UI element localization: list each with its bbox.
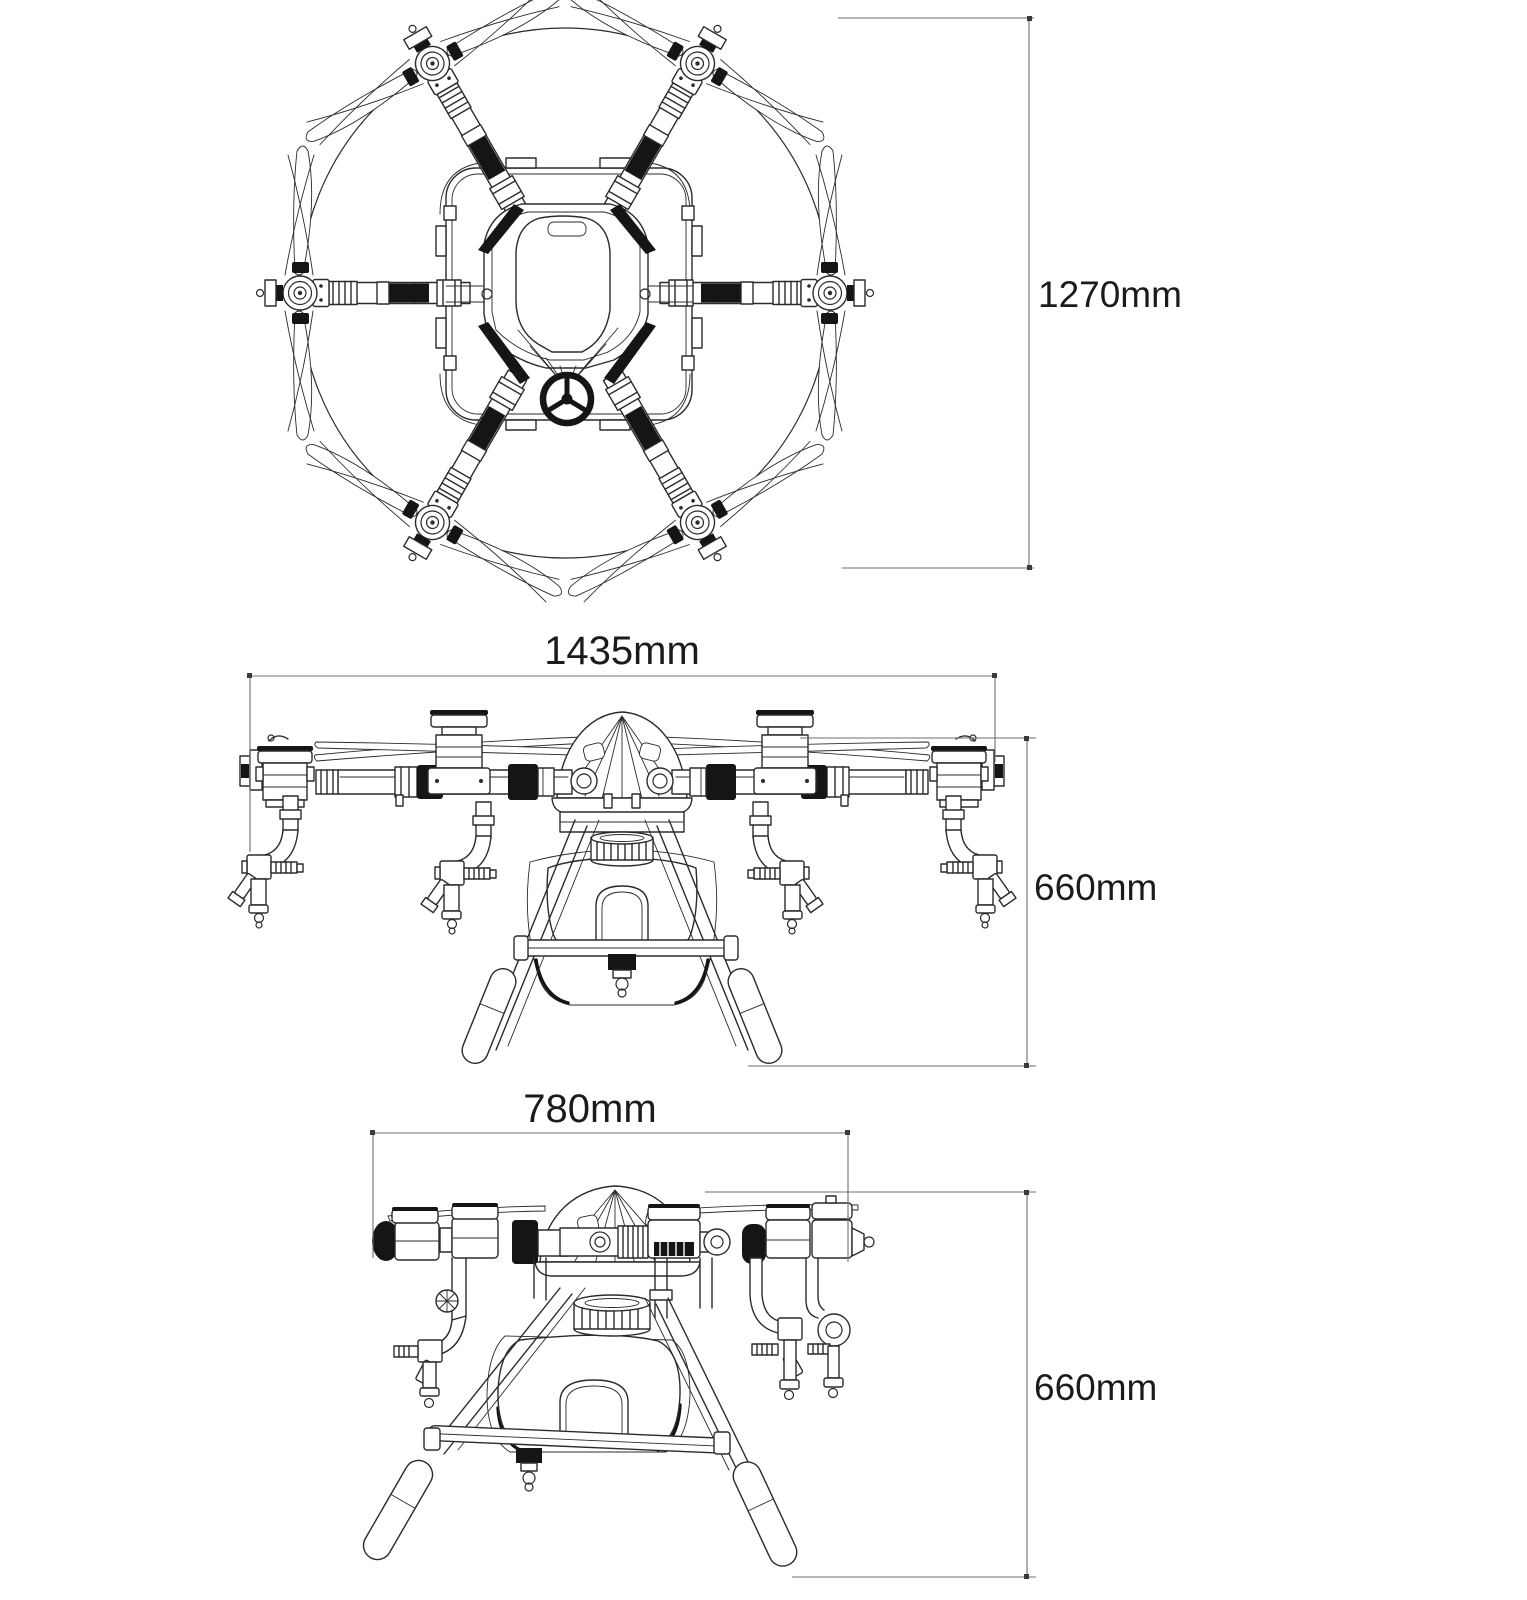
dimension-side-width: 780mm (370, 1087, 850, 1262)
link-bar-upper-right (610, 204, 656, 254)
left-skid-foam (461, 967, 517, 1065)
front-landing-gear (461, 819, 783, 1065)
link-bar-lower-left (478, 322, 530, 384)
front-view (228, 710, 1016, 1065)
link-bar-upper-left (478, 204, 524, 254)
dimension-label-1435mm: 1435mm (544, 629, 700, 673)
dimension-front-width: 1435mm (247, 629, 997, 852)
side-motor-row (372, 1195, 875, 1264)
side-right-skid-foam (732, 1461, 798, 1567)
dimension-label-660mm-front: 660mm (1034, 867, 1157, 908)
dimension-side-height: 660mm (705, 1190, 1157, 1579)
arm-left (255, 145, 471, 441)
pump-wheel (539, 371, 595, 427)
side-drain-valve (516, 1448, 542, 1492)
side-nozzles (393, 1257, 851, 1409)
side-left-skid-foam (362, 1459, 434, 1561)
dimension-label-660mm-side: 660mm (1034, 1367, 1157, 1408)
dome-canopy (551, 711, 693, 814)
dimension-label-780mm: 780mm (523, 1087, 656, 1131)
side-view (362, 1185, 875, 1567)
side-landing-gear (362, 1287, 798, 1567)
link-bar-lower-right (604, 322, 656, 384)
dimension-front-height: 660mm (748, 736, 1157, 1068)
right-skid-foam (727, 967, 783, 1065)
center-pod (445, 203, 693, 427)
front-body-tank (526, 793, 718, 1006)
top-view (255, 0, 875, 635)
dimension-top-diameter: 1270mm (838, 16, 1182, 570)
drain-valve (608, 954, 636, 998)
dimension-label-1270mm: 1270mm (1038, 274, 1182, 315)
side-body-tank (486, 1294, 691, 1453)
